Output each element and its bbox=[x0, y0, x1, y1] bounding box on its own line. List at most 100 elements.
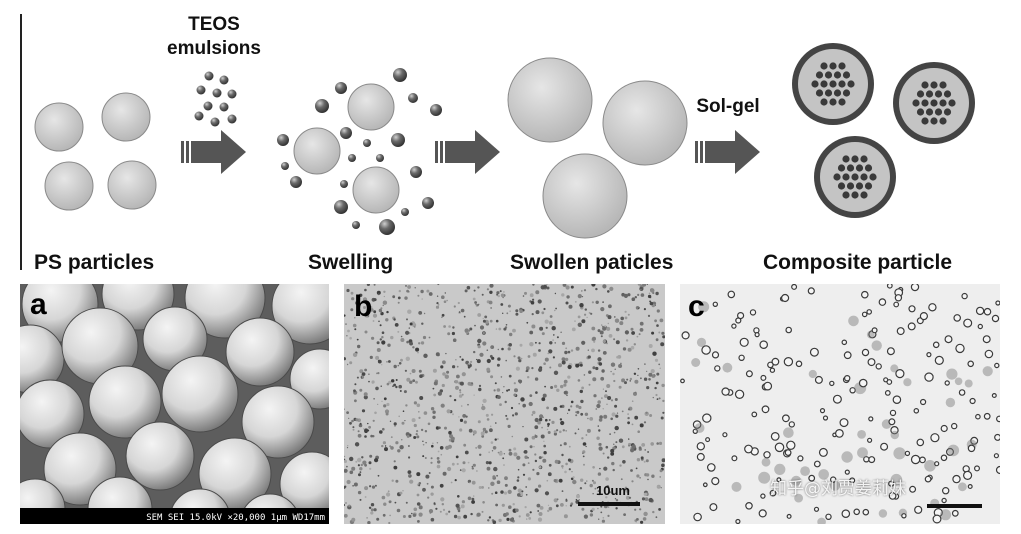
ps-particle bbox=[101, 92, 151, 142]
particle-dot bbox=[443, 325, 446, 328]
particle-dot bbox=[502, 312, 504, 314]
particle-dot bbox=[531, 367, 534, 370]
particle-dot bbox=[422, 440, 424, 442]
particle-dot bbox=[401, 439, 403, 441]
particle-dot bbox=[569, 504, 573, 507]
particle-dot bbox=[498, 451, 503, 456]
particle-dot bbox=[524, 506, 527, 509]
particle-dot bbox=[660, 342, 665, 347]
particle-dot bbox=[463, 443, 467, 447]
particle-dot bbox=[503, 453, 505, 455]
particle-dot bbox=[554, 342, 556, 344]
silica-droplet bbox=[943, 90, 952, 98]
blurred-particle bbox=[783, 427, 794, 438]
particle-dot bbox=[537, 420, 541, 425]
ring-particle bbox=[721, 387, 730, 396]
ring-particle bbox=[963, 318, 973, 328]
particle-dot bbox=[563, 379, 568, 384]
silica-droplet bbox=[921, 117, 929, 125]
particle-dot bbox=[487, 519, 490, 522]
particle-dot bbox=[591, 326, 596, 331]
particle-dot bbox=[376, 348, 381, 352]
particle-dot bbox=[357, 430, 360, 433]
ring-particle bbox=[774, 442, 785, 453]
ring-particle bbox=[868, 416, 874, 422]
ring-particle bbox=[907, 322, 916, 331]
particle-dot bbox=[352, 428, 355, 431]
silica-droplet bbox=[820, 98, 828, 106]
particle-dot bbox=[659, 469, 663, 473]
particle-dot bbox=[586, 316, 588, 319]
particle-dot bbox=[437, 460, 441, 464]
ring-particle bbox=[969, 397, 976, 405]
particle-dot bbox=[492, 520, 497, 524]
particle-dot bbox=[521, 400, 523, 402]
particle-dot bbox=[508, 343, 512, 347]
silica-droplet bbox=[925, 108, 934, 116]
particle-dot bbox=[349, 421, 352, 425]
particle-dot bbox=[423, 312, 426, 315]
particle-dot bbox=[587, 417, 589, 420]
particle-dot bbox=[381, 495, 386, 500]
particle-dot bbox=[554, 292, 557, 295]
particle-dot bbox=[508, 374, 512, 378]
particle-dot bbox=[454, 380, 459, 384]
particle-dot bbox=[588, 383, 591, 386]
particle-dot bbox=[368, 373, 370, 375]
particle-dot bbox=[431, 493, 433, 495]
particle-dot bbox=[563, 383, 567, 387]
particle-dot bbox=[366, 517, 368, 519]
particle-dot bbox=[347, 445, 349, 447]
silica-droplet bbox=[820, 62, 828, 70]
particle-dot bbox=[460, 504, 465, 509]
particle-dot bbox=[581, 437, 584, 440]
particle-dot bbox=[655, 338, 659, 342]
particle-dot bbox=[584, 313, 587, 316]
particle-dot bbox=[658, 331, 661, 334]
particle-dot bbox=[409, 322, 413, 326]
ring-particle bbox=[760, 374, 767, 381]
particle-dot bbox=[553, 334, 555, 336]
sem-sphere bbox=[20, 379, 85, 449]
particle-dot bbox=[532, 298, 535, 301]
particle-dot bbox=[561, 453, 564, 457]
particle-dot bbox=[646, 370, 648, 372]
particle-dot bbox=[524, 455, 528, 459]
particle-dot bbox=[444, 426, 447, 430]
particle-dot bbox=[500, 490, 504, 494]
particle-dot bbox=[407, 470, 412, 474]
particle-dot bbox=[514, 412, 518, 416]
particle-dot bbox=[567, 412, 569, 414]
particle-dot bbox=[421, 298, 423, 300]
particle-dot bbox=[660, 487, 662, 489]
ring-particle bbox=[712, 301, 719, 307]
particle-dot bbox=[520, 357, 523, 360]
ring-particle bbox=[946, 447, 955, 456]
particle-dot bbox=[614, 398, 618, 401]
particle-dot bbox=[478, 486, 482, 489]
particle-dot bbox=[495, 319, 499, 323]
particle-dot bbox=[534, 425, 539, 430]
particle-dot bbox=[567, 375, 571, 379]
blurred-particle bbox=[841, 451, 853, 463]
particle-dot bbox=[631, 297, 636, 301]
particle-dot bbox=[539, 370, 541, 372]
particle-dot bbox=[661, 458, 665, 463]
particle-dot bbox=[656, 442, 659, 445]
particle-dot bbox=[398, 415, 400, 418]
particle-dot bbox=[349, 361, 353, 365]
silica-droplet bbox=[939, 117, 947, 125]
ring-particle bbox=[839, 418, 849, 428]
particle-dot bbox=[481, 435, 485, 438]
particle-dot bbox=[650, 442, 654, 446]
particle-dot bbox=[643, 511, 648, 517]
silica-droplet bbox=[930, 117, 938, 125]
particle-dot bbox=[615, 441, 618, 444]
particle-dot bbox=[577, 428, 580, 430]
particle-dot bbox=[538, 484, 542, 488]
panel-b-scale-bar bbox=[578, 502, 640, 506]
ring-particle bbox=[776, 477, 782, 483]
sem-sphere bbox=[161, 355, 239, 433]
particle-dot bbox=[372, 419, 375, 422]
ring-particle bbox=[808, 474, 816, 482]
